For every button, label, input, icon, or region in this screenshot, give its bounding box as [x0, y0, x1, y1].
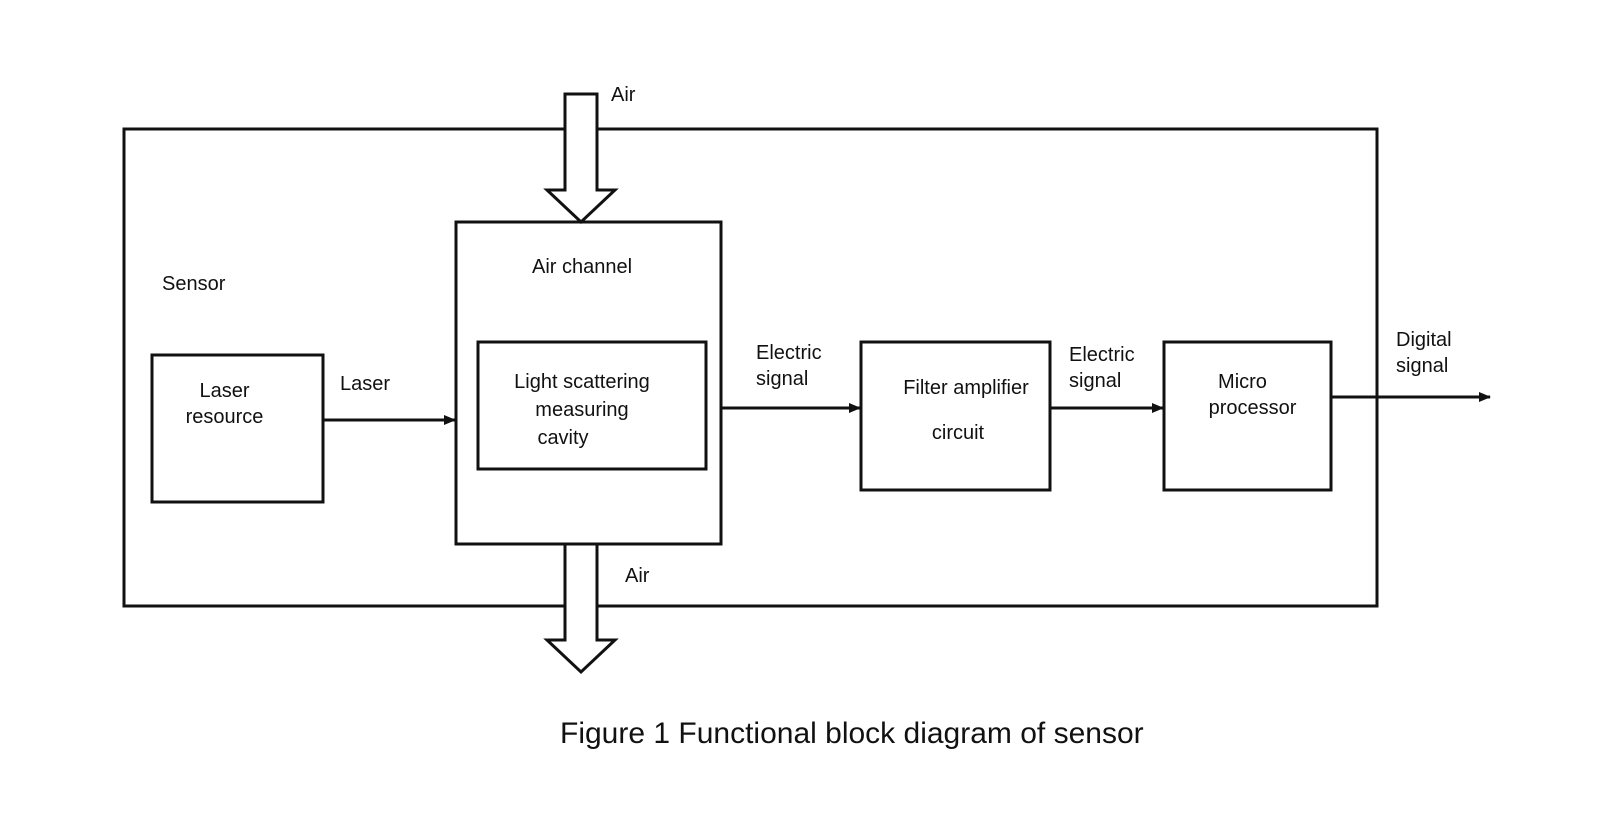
electric-signal-label-2-line-1: Electric [1069, 344, 1135, 366]
digital-signal-label-line-2: signal [1396, 355, 1449, 377]
electric-signal-label-1-line-2: signal [756, 368, 809, 390]
digital-signal-label-line-1: Digital [1396, 329, 1452, 351]
electric-signal-label-1: Electric signal [756, 340, 822, 392]
air-in-label: Air [611, 84, 636, 106]
laser-resource-block [150, 353, 325, 504]
air-outlet-arrow [543, 542, 619, 675]
air-channel-label: Air channel [532, 256, 633, 278]
electric-signal-label-2-line-2: signal [1069, 370, 1122, 392]
electric-signal-label-2: Electric signal [1069, 342, 1135, 394]
light-scattering-line-3: cavity [537, 427, 589, 449]
air-inlet-arrow [543, 92, 619, 225]
light-scattering-line-1: Light scattering [514, 371, 650, 393]
filter-amplifier-block [859, 340, 1052, 492]
filter-amplifier-text: Filter amplifier circuit [866, 366, 1066, 456]
sensor-label: Sensor [162, 273, 226, 295]
air-out-label: Air [625, 565, 650, 587]
light-scattering-text: Light scattering measuring cavity [478, 368, 686, 452]
filter-amplifier-line-1: Filter amplifier [903, 377, 1029, 399]
laser-resource-line-1: Laser [199, 380, 250, 402]
light-scattering-line-2: measuring [535, 399, 629, 421]
laser-resource-text: Laser resource [152, 378, 297, 430]
digital-signal-label: Digital signal [1396, 327, 1452, 379]
micro-processor-line-1: Micro [1218, 371, 1267, 393]
micro-processor-block [1162, 340, 1333, 492]
micro-processor-text: Micro processor [1190, 369, 1315, 421]
micro-processor-line-2: processor [1208, 397, 1297, 419]
laser-resource-line-2: resource [185, 406, 264, 428]
laser-arrow-label: Laser [340, 373, 391, 395]
figure-caption: Figure 1 Functional block diagram of sen… [560, 717, 1144, 750]
electric-signal-label-1-line-1: Electric [756, 342, 822, 364]
sensor-enclosure [122, 127, 1379, 608]
filter-amplifier-line-2: circuit [931, 422, 985, 444]
light-scattering-cavity-block [476, 340, 708, 471]
